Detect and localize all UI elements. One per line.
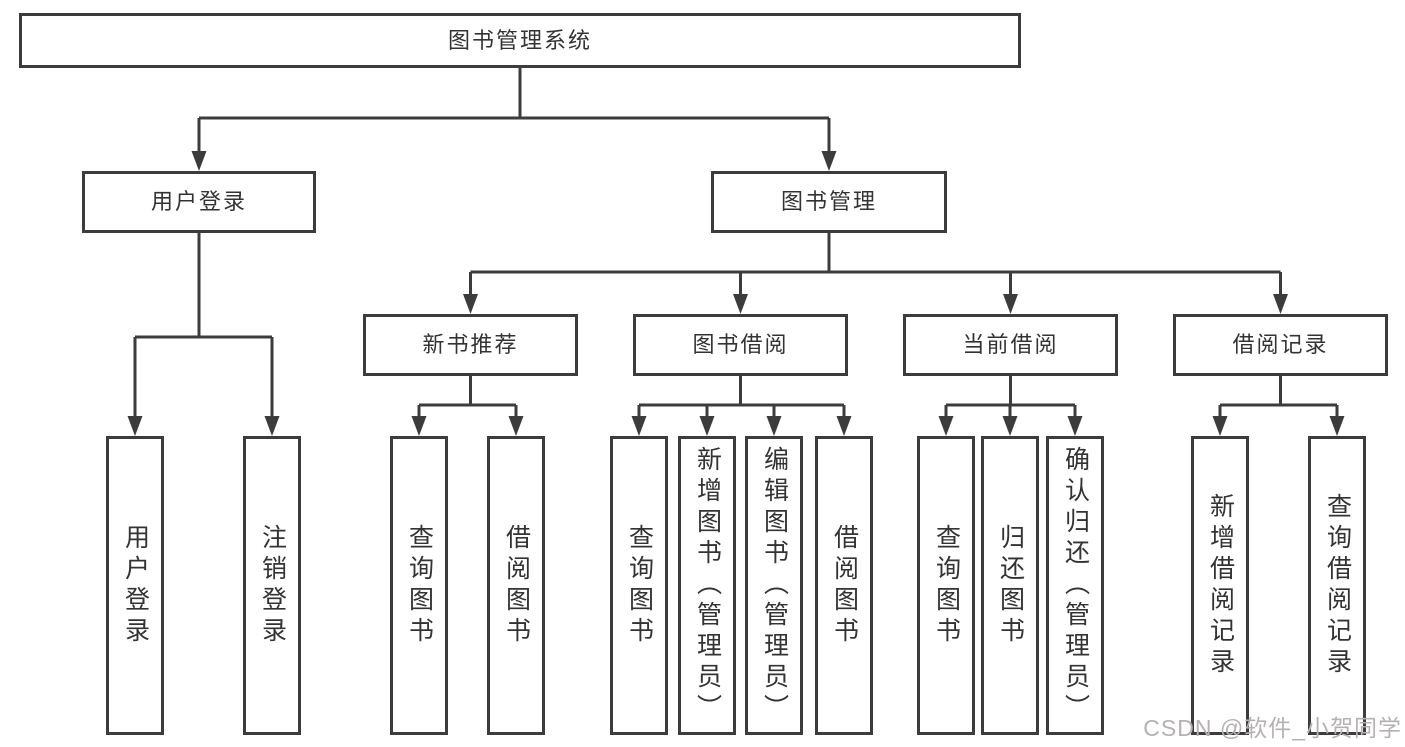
arrowhead — [836, 416, 852, 436]
node-book-management: 图书管理 — [711, 171, 947, 233]
arrowhead — [1212, 416, 1228, 436]
connector-borrowrecord-to-leaves — [1218, 376, 1339, 417]
leaf-logout-login: 注销登录 — [243, 436, 301, 735]
leaf-record-query-borrow-record: 查询借阅记录 — [1308, 436, 1366, 735]
leaf-user-login: 用户登录 — [106, 436, 164, 735]
connector-newbook-to-leaves — [417, 376, 518, 417]
arrowhead — [1067, 416, 1083, 436]
arrowhead — [127, 416, 143, 436]
arrowhead — [1329, 416, 1345, 436]
leaf-current-query-book: 查询图书 — [917, 436, 975, 735]
arrowhead — [821, 151, 837, 171]
arrowhead — [631, 416, 647, 436]
leaf-borrow-borrow-book: 借阅图书 — [815, 436, 873, 735]
arrowhead — [191, 151, 207, 171]
leaf-current-confirm-return-admin: 确认归还（管理员） — [1046, 436, 1104, 735]
leaf-record-add-borrow-record: 新增借阅记录 — [1191, 436, 1249, 735]
node-new-book-recommend: 新书推荐 — [363, 314, 578, 376]
leaf-borrow-query-book: 查询图书 — [610, 436, 668, 735]
node-book-borrow: 图书借阅 — [633, 314, 848, 376]
arrowhead — [463, 294, 478, 314]
arrowhead — [1273, 294, 1288, 314]
arrowhead — [264, 416, 280, 436]
arrowhead — [733, 294, 748, 314]
leaf-newbook-query-book: 查询图书 — [390, 436, 448, 735]
arrowhead — [1003, 294, 1018, 314]
connector-root-to-level2 — [197, 68, 831, 152]
node-user-login: 用户登录 — [82, 171, 316, 233]
node-borrow-records: 借阅记录 — [1173, 314, 1388, 376]
arrowhead — [938, 416, 954, 436]
csdn-watermark: CSDN @软件_小贺同学 — [1143, 715, 1402, 741]
connector-currentborrow-to-leaves — [944, 376, 1077, 417]
node-current-borrow: 当前借阅 — [903, 314, 1118, 376]
leaf-current-return-book: 归还图书 — [981, 436, 1039, 735]
leaf-borrow-edit-book-admin: 编辑图书（管理员） — [745, 436, 803, 735]
leaf-borrow-add-book-admin: 新增图书（管理员） — [678, 436, 736, 735]
arrowhead — [699, 416, 715, 436]
arrowhead — [1002, 416, 1018, 436]
leaf-newbook-borrow-book: 借阅图书 — [487, 436, 545, 735]
connector-bookborrow-to-leaves — [637, 376, 846, 417]
arrowhead — [508, 416, 524, 436]
connector-bookmgmt-to-level3 — [469, 233, 1282, 295]
node-library-management-system: 图书管理系统 — [19, 13, 1021, 68]
arrowhead — [766, 416, 782, 436]
connector-userlogin-to-leaves — [133, 233, 274, 417]
arrowhead — [411, 416, 427, 436]
